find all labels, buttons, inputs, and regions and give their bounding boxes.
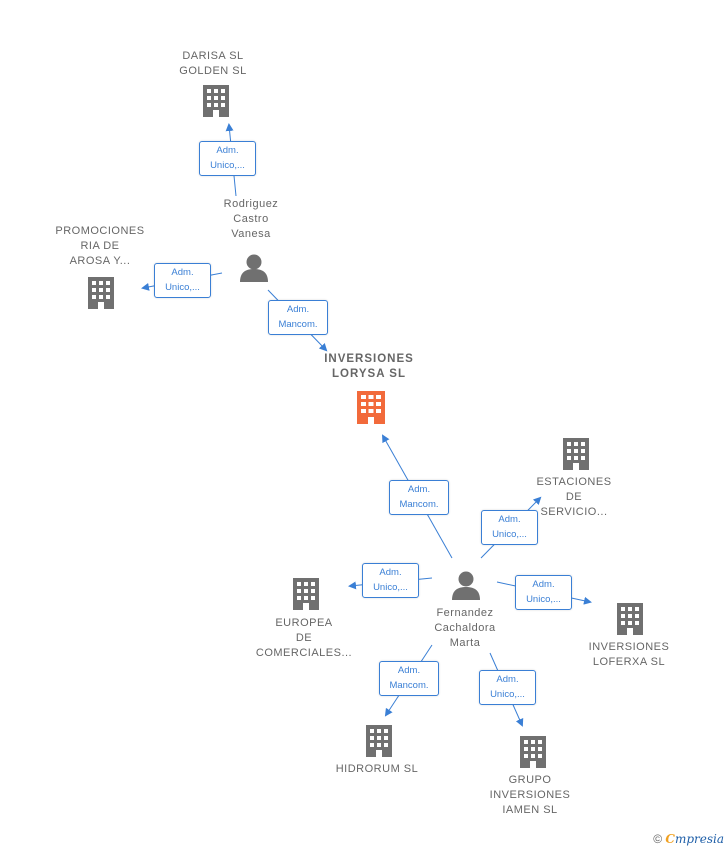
- copyright-icon: ©: [653, 832, 663, 846]
- node-label-fernandez-cachaldora-marta[interactable]: Fernandez Cachaldora Marta: [434, 607, 496, 649]
- relation-box-adm-unico[interactable]: Adm. Unico,...: [154, 263, 211, 298]
- brand-rest: mpresia: [674, 832, 724, 846]
- node-label-europea-de-comerciales[interactable]: EUROPEA DE COMERCIALES...: [255, 617, 353, 659]
- relation-box-adm-unico[interactable]: Adm. Unico,...: [515, 575, 572, 610]
- empresia-brand[interactable]: © Cmpresia: [653, 832, 724, 846]
- relation-box-adm-unico[interactable]: Adm. Unico,...: [362, 563, 419, 598]
- node-label-inversiones-loferxa[interactable]: INVERSIONES LOFERXA SL: [588, 641, 670, 668]
- node-label-inversiones-lorysa[interactable]: INVERSIONES LORYSA SL: [324, 353, 414, 380]
- node-label-darisa-golden[interactable]: DARISA SL GOLDEN SL: [179, 50, 247, 77]
- relation-box-adm-unico[interactable]: Adm. Unico,...: [479, 670, 536, 705]
- relation-box-adm-unico[interactable]: Adm. Unico,...: [481, 510, 538, 545]
- relation-box-adm-mancom[interactable]: Adm. Mancom.: [268, 300, 328, 335]
- relation-box-adm-mancom[interactable]: Adm. Mancom.: [379, 661, 439, 696]
- building-icon[interactable]: [366, 725, 392, 757]
- node-label-hidrorum[interactable]: HIDRORUM SL: [335, 763, 419, 775]
- node-label-estaciones-de-servicio[interactable]: ESTACIONES DE SERVICIO...: [536, 476, 612, 518]
- node-label-grupo-inversiones-iamen[interactable]: GRUPO INVERSIONES IAMEN SL: [489, 774, 571, 816]
- relation-box-adm-unico[interactable]: Adm. Unico,...: [199, 141, 256, 176]
- person-icon[interactable]: [452, 571, 480, 601]
- building-icon-focus[interactable]: [357, 391, 385, 424]
- building-icon[interactable]: [203, 85, 229, 117]
- relation-box-adm-mancom[interactable]: Adm. Mancom.: [389, 480, 449, 515]
- building-icon[interactable]: [520, 736, 546, 768]
- building-icon[interactable]: [88, 277, 114, 309]
- building-icon[interactable]: [563, 438, 589, 470]
- building-icon[interactable]: [617, 603, 643, 635]
- node-label-rodriguez-castro-vanesa[interactable]: Rodriguez Castro Vanesa: [223, 198, 279, 240]
- building-icon[interactable]: [293, 578, 319, 610]
- node-label-promociones-ria-de-arosa[interactable]: PROMOCIONES RIA DE AROSA Y...: [55, 225, 145, 267]
- brand-initial: C: [665, 832, 675, 846]
- person-icon[interactable]: [240, 254, 268, 283]
